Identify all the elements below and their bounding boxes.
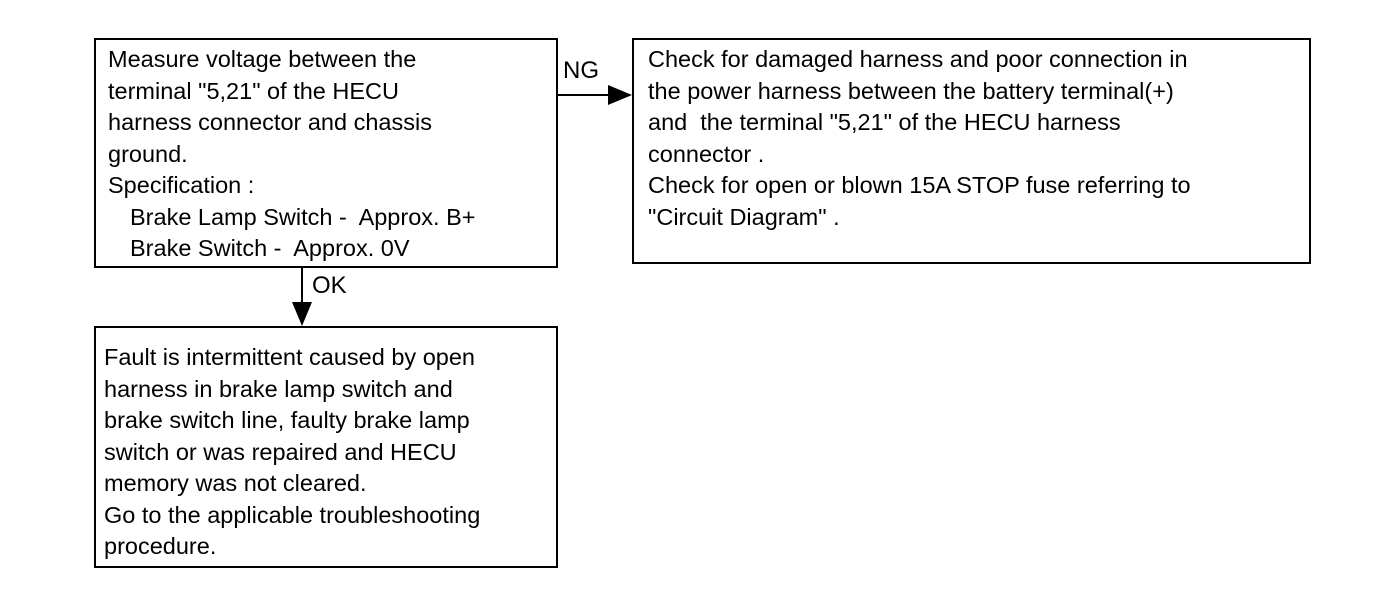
fault-line-6: Go to the applicable troubleshooting (104, 501, 481, 528)
check-line-5: Check for open or blown 15A STOP fuse re… (648, 172, 1191, 198)
check-line-6: "Circuit Diagram" . (648, 203, 840, 230)
fault-line-5: memory was not cleared. (104, 470, 367, 496)
fault-line-1: Fault is intermittent caused by open (104, 344, 475, 370)
measure-line-2: terminal "5,21" of the HECU (108, 77, 399, 104)
fault-line-2: harness in brake lamp switch and (104, 375, 453, 402)
fault-line-4: switch or was repaired and HECU (104, 438, 457, 465)
ok-label: OK (312, 272, 347, 299)
ng-arrow (558, 85, 632, 105)
fault-intermittent-step-box: Fault is intermittent caused by open har… (94, 326, 558, 568)
fault-line-3: brake switch line, faulty brake lamp (104, 407, 470, 433)
measure-line-1: Measure voltage between the (108, 46, 417, 72)
check-harness-step-box: Check for damaged harness and poor conne… (632, 38, 1311, 264)
fault-line-7: procedure. (104, 533, 217, 559)
check-line-3: and the terminal "5,21" of the HECU harn… (648, 109, 1121, 135)
measure-line-3: harness connector and chassis (108, 109, 432, 135)
spec-brake-switch: Brake Switch - Approx. 0V (130, 235, 410, 261)
check-line-1: Check for damaged harness and poor conne… (648, 46, 1188, 72)
ng-label: NG (563, 57, 599, 84)
check-line-4: connector . (648, 140, 765, 167)
ok-arrow (292, 268, 312, 326)
check-line-2: the power harness between the battery te… (648, 77, 1174, 104)
measure-voltage-step-box: Measure voltage between the terminal "5,… (94, 38, 558, 268)
measure-line-4: ground. (108, 140, 188, 167)
spec-brake-lamp-switch: Brake Lamp Switch - Approx. B+ (130, 203, 476, 230)
specification-heading: Specification : (108, 172, 255, 198)
